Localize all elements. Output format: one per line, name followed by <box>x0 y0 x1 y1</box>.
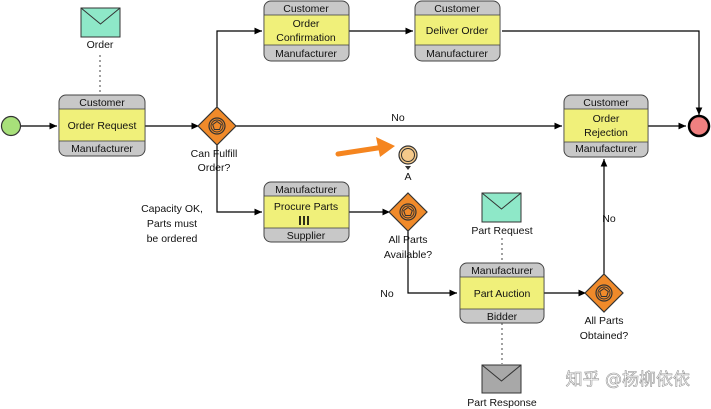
task-name: Order <box>293 18 320 30</box>
message-label: Order <box>87 39 114 51</box>
flow-label-no-top: No <box>391 112 405 124</box>
end-event[interactable] <box>687 114 711 138</box>
task-deliver-order[interactable]: Customer Deliver Order Manufacturer <box>414 0 501 62</box>
task-part-auction[interactable]: Manufacturer Part Auction Bidder <box>459 262 545 324</box>
flow-label-no-rejection: No <box>602 213 616 225</box>
task-name: Part Auction <box>474 288 531 300</box>
task-lane-bottom: Manufacturer <box>275 48 337 60</box>
task-lane-bottom: Manufacturer <box>575 143 637 155</box>
task-lane-bottom: Bidder <box>487 311 518 323</box>
message-part-request[interactable]: Part Request <box>471 192 533 237</box>
task-name: Rejection <box>584 127 628 139</box>
message-label: Part Response <box>467 397 537 409</box>
task-lane-top: Manufacturer <box>275 184 337 196</box>
envelope-icon <box>481 192 522 223</box>
task-lane-top: Manufacturer <box>471 265 533 277</box>
task-lane-top: Customer <box>79 97 125 109</box>
pentagon-icon <box>212 120 222 130</box>
intermediate-event-a[interactable]: A <box>398 145 418 183</box>
gateway-label: Obtained? <box>580 330 629 342</box>
message-order[interactable]: Order <box>80 7 121 51</box>
intermediate-event-label: A <box>404 171 411 183</box>
envelope-icon <box>481 364 522 394</box>
task-lane-top: Customer <box>434 3 480 15</box>
envelope-icon <box>80 7 121 38</box>
gateway-can-fulfill[interactable]: Can Fulfill Order? <box>191 106 238 174</box>
task-lane-top: Customer <box>283 3 329 15</box>
task-order-request[interactable]: Customer Order Request Manufacturer <box>58 94 146 157</box>
gateway-label: Can Fulfill <box>191 148 238 160</box>
task-lane-bottom: Manufacturer <box>71 143 133 155</box>
task-name: Order <box>593 113 620 125</box>
pentagon-icon <box>403 206 413 216</box>
flow-label-no-auction: No <box>380 288 394 300</box>
associations <box>99 55 503 364</box>
task-lane-bottom: Manufacturer <box>426 48 488 60</box>
pentagon-icon <box>599 287 609 297</box>
gateway-label: All Parts <box>388 234 427 246</box>
flow-gateway-to-procure <box>216 144 262 216</box>
task-lane-bottom: Supplier <box>287 230 326 242</box>
task-procure-parts[interactable]: Manufacturer Procure Parts Supplier <box>263 181 350 243</box>
flow-label-capacity: be ordered <box>147 233 198 245</box>
task-name: Deliver Order <box>426 25 489 37</box>
sequence-flows <box>21 27 703 297</box>
flow-label-capacity: Capacity OK, <box>141 203 203 215</box>
task-order-rejection[interactable]: Customer Order Rejection Manufacturer <box>563 94 649 158</box>
gateway-label: Available? <box>384 249 432 261</box>
message-label: Part Request <box>471 225 532 237</box>
gateway-label: All Parts <box>584 315 623 327</box>
parallel-multi-instance-icon <box>299 216 309 225</box>
flow-gateway-to-confirmation <box>216 27 262 108</box>
task-order-confirmation[interactable]: Customer Order Confirmation Manufacturer <box>263 0 350 62</box>
flow-gateway-no-to-auction <box>407 230 457 297</box>
gateway-label: Order? <box>198 162 231 174</box>
task-lane-top: Customer <box>583 97 629 109</box>
task-name: Confirmation <box>276 32 336 44</box>
start-event[interactable] <box>0 115 22 137</box>
task-name: Order Request <box>68 120 137 132</box>
message-part-response[interactable]: Part Response <box>467 364 537 409</box>
task-name: Procure Parts <box>274 201 338 213</box>
flow-deliver-to-end <box>502 30 703 115</box>
watermark: 知乎 @杨柳依依 <box>566 370 690 390</box>
flow-label-capacity: Parts must <box>147 218 197 230</box>
gateway-all-parts-available[interactable]: All Parts Available? <box>384 192 432 261</box>
annotation-arrow-icon <box>335 137 395 157</box>
gateway-all-parts-obtained[interactable]: All Parts Obtained? <box>580 273 629 342</box>
